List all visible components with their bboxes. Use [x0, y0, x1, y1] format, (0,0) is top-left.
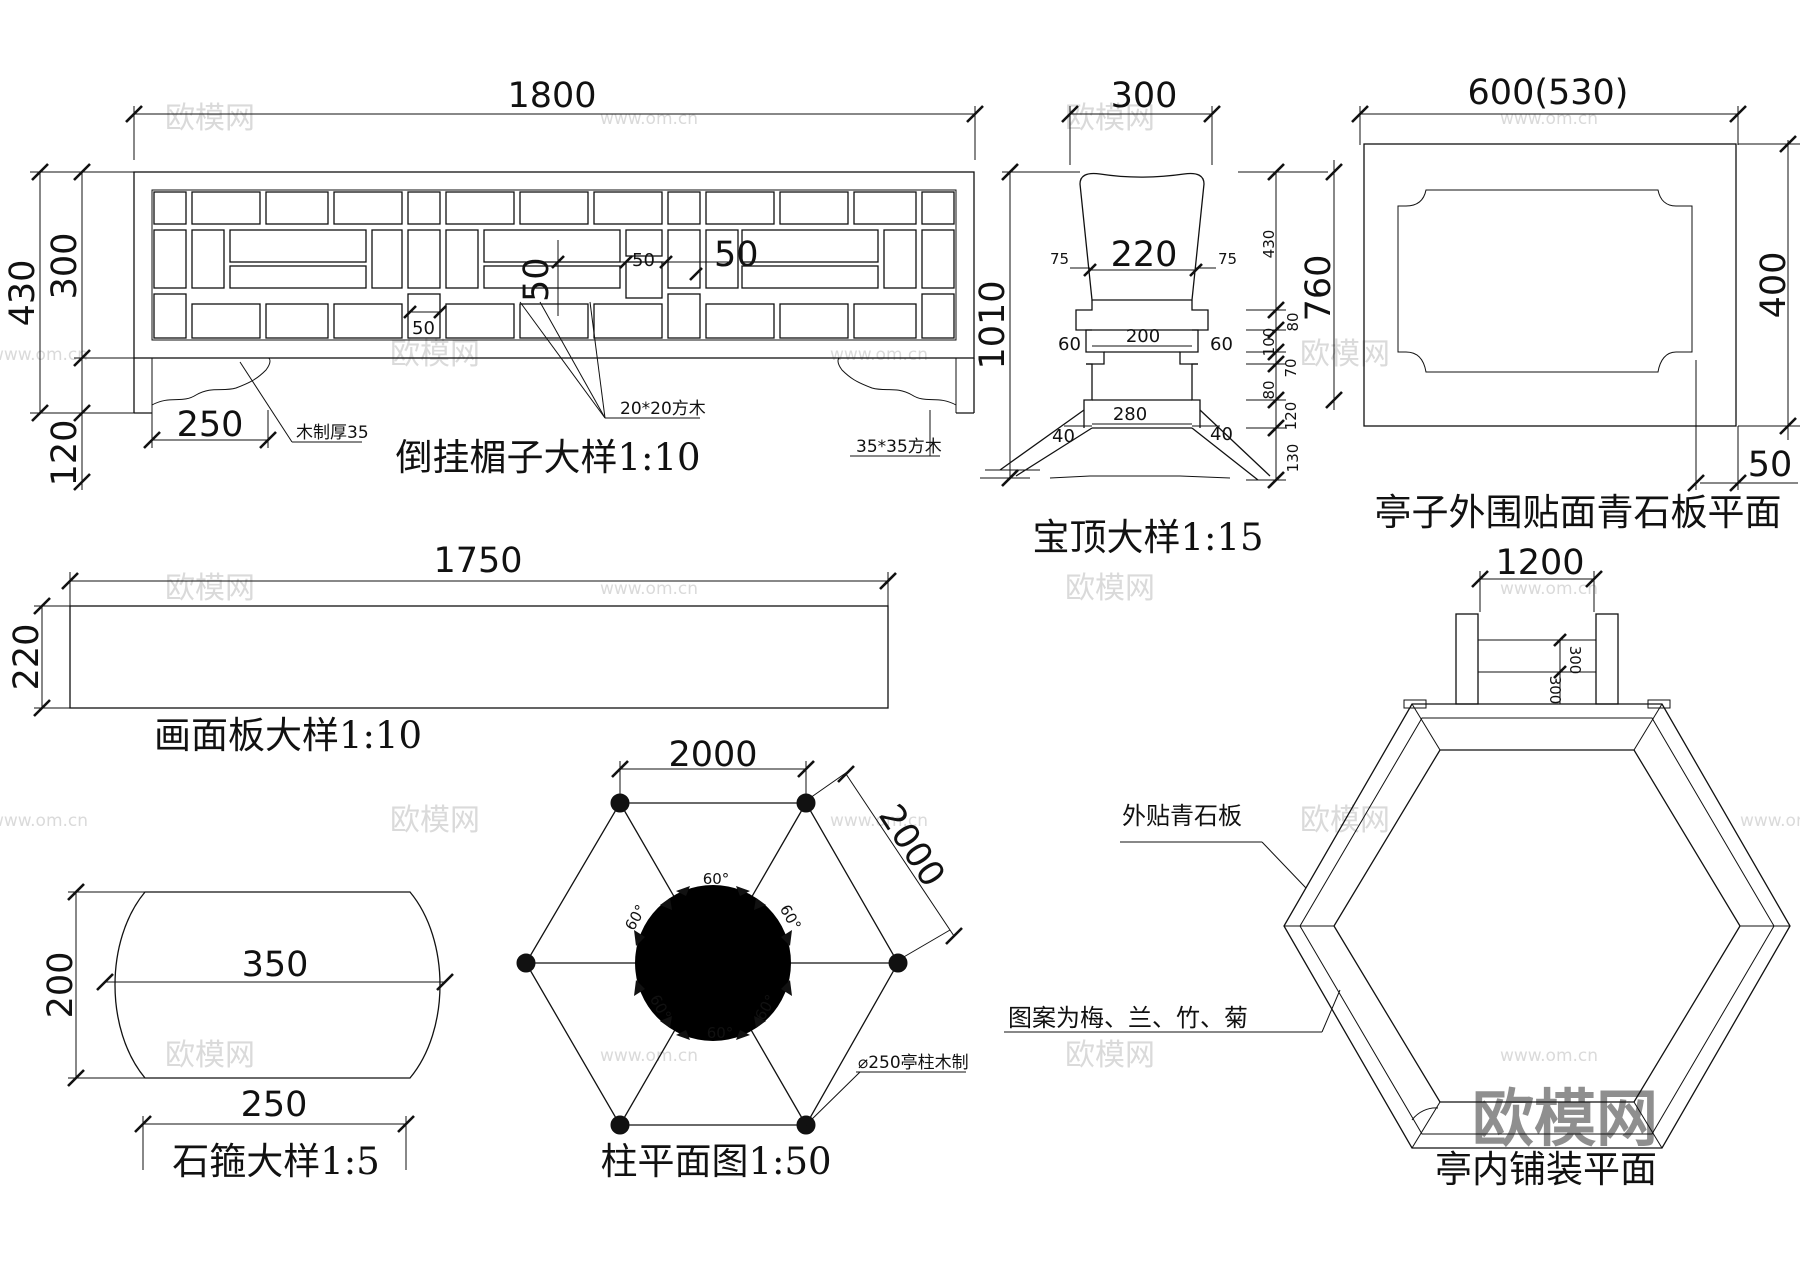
lintel-detail: 1800 430 300 120 [3, 76, 984, 491]
watermark-url: www.om.cn [1740, 811, 1800, 831]
watermark-brand: 欧模网 [1065, 101, 1155, 136]
watermark-url: www.om.cn [0, 345, 88, 365]
watermark-brand: 欧模网 [1065, 571, 1155, 606]
column-plan-title: 柱平面图1:50 [600, 1140, 831, 1183]
finial-430-dim: 430 [1260, 230, 1278, 259]
finial-detail: 300 1010 220 75 [973, 76, 1343, 559]
board-title: 画面板大样1:10 [154, 714, 422, 757]
stone-panel-height-dim: 400 [1754, 252, 1794, 319]
watermark-url: www.om.cn [600, 579, 698, 599]
column-top-dim: 2000 [668, 735, 757, 775]
finial-height-dim: 1010 [973, 280, 1013, 369]
watermarks: 欧模网 www.om.cn 欧模网 www.om.cn www.om.cn 欧模… [0, 101, 1800, 1155]
angle-bottom: 60° [707, 1024, 734, 1042]
finial-40-left: 40 [1052, 426, 1075, 447]
finial-120-dim: 120 [1282, 402, 1300, 431]
note-column: ⌀250亭柱木制 [858, 1053, 969, 1073]
finial-80-lower: 80 [1260, 380, 1278, 399]
watermark-brand: 欧模网 [1065, 1038, 1155, 1073]
stone-hoop-title: 石箍大样1:5 [172, 1140, 380, 1183]
angle-top: 60° [703, 870, 730, 888]
watermark-url: www.om.cn [0, 811, 88, 831]
watermark-logo: 欧模网 [1472, 1082, 1658, 1155]
watermark-brand: 欧模网 [165, 571, 255, 606]
label-outer-stone: 外贴青石板 [1122, 802, 1242, 830]
watermark-brand: 欧模网 [165, 1038, 255, 1073]
watermark-brand: 欧模网 [390, 803, 480, 838]
board-height-dim: 220 [7, 624, 47, 691]
lintel-bar-dim: 50 [714, 235, 759, 275]
finial-100-dim: 100 [1260, 328, 1278, 357]
finial-75-left: 75 [1050, 250, 1069, 268]
board-width-dim: 1750 [433, 541, 522, 581]
board-detail: 1750 220 画面板大样1:10 [7, 541, 897, 757]
watermark-url: www.om.cn [830, 811, 928, 831]
finial-60-left: 60 [1058, 334, 1081, 355]
watermark-brand: 欧模网 [1300, 337, 1390, 372]
watermark-url: www.om.cn [600, 1046, 698, 1066]
finial-130-dim: 130 [1284, 444, 1302, 473]
paving-plan-title: 亭内铺装平面 [1435, 1148, 1657, 1191]
stone-panel-detail: 600(530) 400 50 亭子外围贴面青石板平面 [1351, 73, 1800, 534]
note-square-wood: 20*20方木 [620, 399, 706, 419]
stone-hoop-middle-dim: 350 [242, 945, 309, 985]
lattice-pattern [153, 191, 955, 339]
stone-panel-width-dim: 600(530) [1468, 73, 1629, 113]
lintel-leg-span-dim: 250 [177, 405, 244, 445]
column-plan-detail: 60° 60° 60° 60° 60° 60° 2000 2000 ⌀250亭柱… [516, 735, 969, 1183]
watermark-url: www.om.cn [1500, 1046, 1598, 1066]
finial-top-dim: 300 [1111, 76, 1178, 116]
watermark-brand: 欧模网 [165, 101, 255, 136]
lintel-height-dim: 430 [3, 260, 43, 327]
finial-760-dim: 760 [1299, 255, 1339, 322]
lintel-leg-height-dim: 120 [45, 420, 85, 487]
lintel-width-dim: 1800 [507, 76, 596, 116]
label-pattern: 图案为梅、兰、竹、菊 [1008, 1004, 1248, 1032]
watermark-url: www.om.cn [830, 345, 928, 365]
paving-plan-detail: 1200 300 300 外贴青石板 图案为梅、兰、竹、菊 [1004, 543, 1791, 1191]
note-wood-thickness: 木制厚35 [296, 423, 369, 443]
stone-hoop-height-dim: 200 [41, 952, 81, 1019]
lintel-bar-dim: 50 [517, 257, 557, 302]
watermark-url: www.om.cn [600, 109, 698, 129]
stone-panel-title: 亭子外围贴面青石板平面 [1375, 491, 1782, 534]
lintel-title: 倒挂楣子大样1:10 [395, 436, 700, 479]
watermark-brand: 欧模网 [390, 337, 480, 372]
finial-40-right: 40 [1210, 424, 1233, 445]
note-post-wood: 35*35方木 [856, 437, 942, 457]
lintel-bar-dim: 50 [412, 318, 435, 339]
finial-neck-dim: 220 [1111, 235, 1178, 275]
stone-hoop-bottom-dim: 250 [241, 1085, 308, 1125]
paving-step-dim-a: 300 [1566, 646, 1584, 675]
finial-70-dim: 70 [1282, 358, 1300, 377]
finial-title: 宝顶大样1:15 [1032, 516, 1263, 559]
paving-step-dim-b: 300 [1546, 676, 1564, 705]
watermark-url: www.om.cn [1500, 579, 1598, 599]
finial-280-dim: 280 [1113, 404, 1147, 425]
paving-entry-dim: 1200 [1495, 543, 1584, 583]
finial-200-dim: 200 [1126, 326, 1160, 347]
finial-60-right: 60 [1210, 334, 1233, 355]
finial-75-right: 75 [1218, 250, 1237, 268]
stone-panel-border-dim: 50 [1748, 445, 1793, 485]
lintel-bar-dim: 50 [632, 250, 655, 271]
finial-80-upper: 80 [1284, 312, 1302, 331]
column-side-dim: 2000 [870, 798, 952, 894]
stone-hoop-detail: 350 200 250 石箍大样1:5 [41, 883, 454, 1183]
lintel-frame-height-dim: 300 [45, 233, 85, 300]
